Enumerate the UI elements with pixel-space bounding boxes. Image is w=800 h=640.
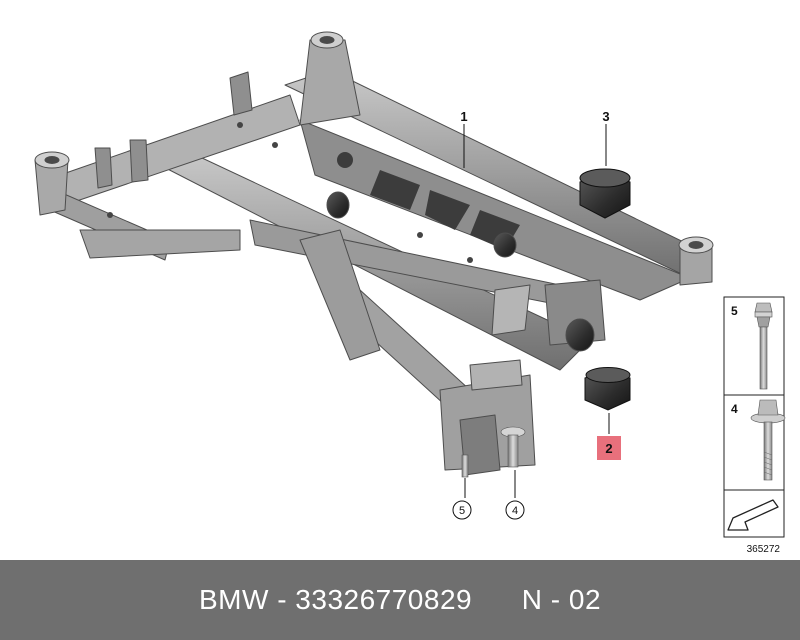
callout-4-circle: 4 — [505, 500, 525, 520]
parts-diagram: 1 3 2 5 4 5 4 — [34, 31, 786, 555]
callout-4: 4 — [512, 505, 518, 517]
footer-part-number: BMW - 33326770829 N - 02 — [198, 584, 602, 615]
side-label-5: 5 — [731, 304, 738, 318]
callout-2: 2 — [605, 441, 612, 456]
footer-bar: BMW - 33326770829 N - 02 — [0, 560, 800, 640]
bushing-part-2 — [584, 367, 631, 411]
assembly-bolts — [461, 426, 526, 478]
side-parts-panel: 5 4 — [723, 296, 786, 538]
bolt-5-icon — [754, 302, 773, 390]
callout-5-circle: 5 — [452, 500, 472, 520]
arrow-icon — [727, 499, 779, 531]
callout-1: 1 — [460, 109, 467, 124]
side-label-4: 4 — [731, 402, 738, 416]
rear-axle-subframe — [34, 31, 714, 476]
callout-2-highlight: 2 — [597, 436, 621, 460]
bushing-part-3 — [579, 168, 631, 219]
callout-lines — [463, 124, 610, 498]
bolt-4-icon — [750, 399, 786, 481]
callout-3: 3 — [602, 109, 609, 124]
callout-5: 5 — [459, 505, 465, 517]
reference-number: 365272 — [747, 544, 781, 555]
